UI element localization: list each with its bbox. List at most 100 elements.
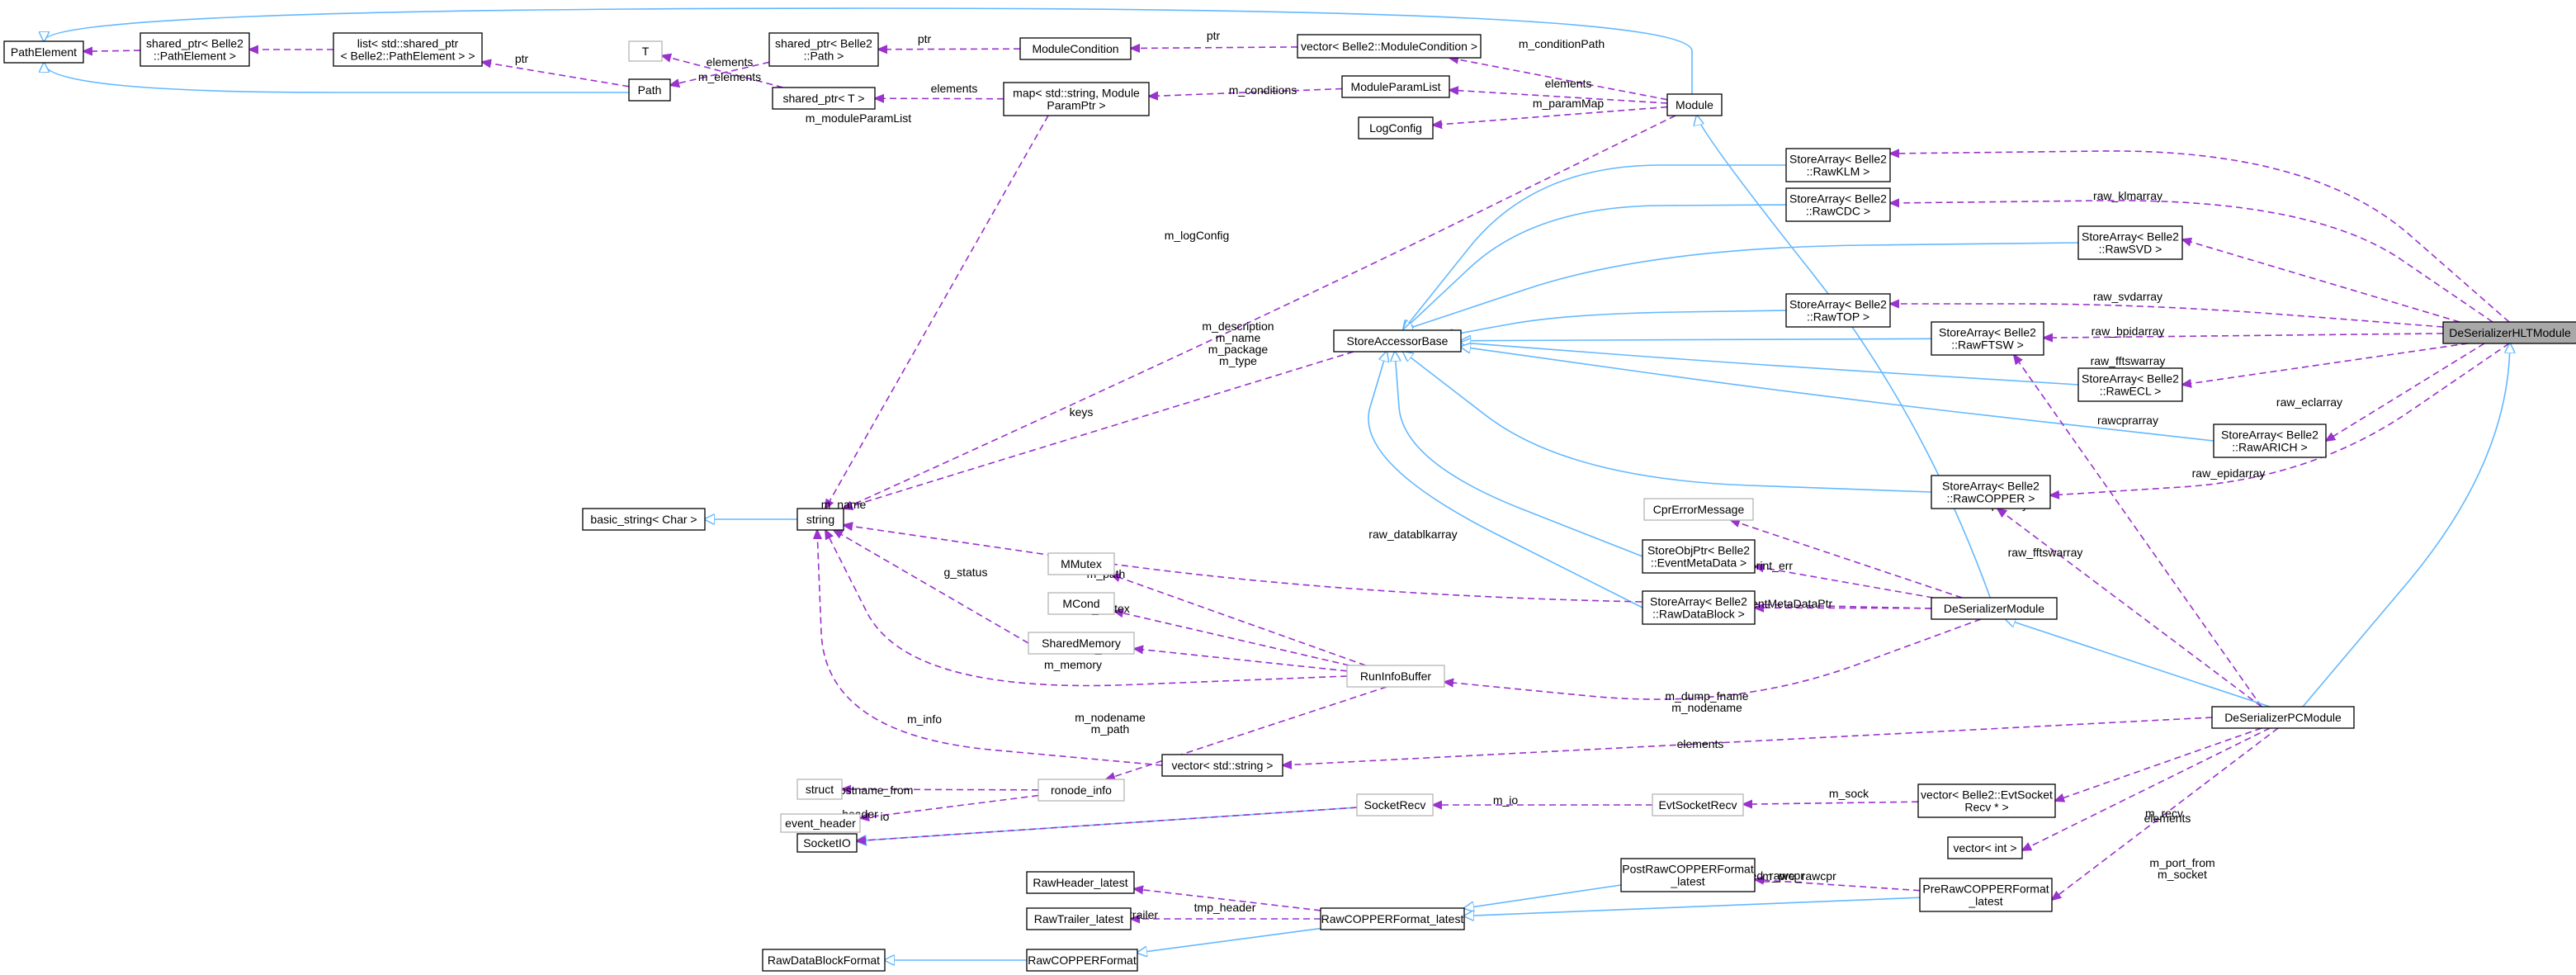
node-box <box>1358 116 1434 140</box>
usage-edge-DeSerializerModule-to-StoreObjPtrEventMetaData <box>1755 566 1934 599</box>
usage-edge-Module-to-ModuleParamList <box>1449 90 1668 104</box>
class-node-StoreArrayRawECL[interactable]: StoreArray< Belle2::RawECL > <box>2077 367 2183 402</box>
class-node-StoreArrayRawDataBlock[interactable]: StoreArray< Belle2::RawDataBlock > <box>1642 590 1756 625</box>
node-label: StoreAccessorBase <box>1347 334 1449 348</box>
usage-edge-SocketRecv-to-SocketIO <box>857 807 1358 841</box>
class-node-SharedPtrPathElement[interactable]: shared_ptr< Belle2::PathElement > <box>139 32 250 67</box>
class-node-StoreArrayRawARICH[interactable]: StoreArray< Belle2::RawARICH > <box>2213 424 2327 458</box>
class-node-SocketRecv[interactable]: SocketRecv <box>1356 793 1434 816</box>
class-node-BasicStringChar[interactable]: basic_string< Char > <box>582 508 706 531</box>
node-label: StoreObjPtr< Belle2::EventMetaData > <box>1647 544 1750 570</box>
class-node-CprErrorMessage[interactable]: CprErrorMessage <box>1643 498 1754 521</box>
class-node-RunInfoBuffer[interactable]: RunInfoBuffer <box>1346 665 1445 688</box>
node-box <box>1037 779 1125 802</box>
node-box <box>2213 424 2327 458</box>
class-node-StoreArrayRawSVD[interactable]: StoreArray< Belle2::RawSVD > <box>2077 225 2183 260</box>
class-node-StoreAccessorBase[interactable]: StoreAccessorBase <box>1333 329 1462 353</box>
usage-edge-DeSerializerModule-to-CprErrorMessage <box>1731 520 1963 599</box>
class-node-EventHeader[interactable]: event_header <box>780 813 861 833</box>
class-node-ModuleCondition[interactable]: ModuleCondition <box>1019 37 1132 60</box>
usage-edge-RawCOPPERFormatLatest-to-RawHeaderLatest <box>1134 889 1321 911</box>
class-node-DeSerializerModule[interactable]: DeSerializerModule <box>1931 597 2058 620</box>
class-node-RawDataBlockFormat[interactable]: RawDataBlockFormat <box>762 949 886 972</box>
edge-label: m_logConfig <box>1165 229 1230 242</box>
class-node-StoreArrayRawCDC[interactable]: StoreArray< Belle2::RawCDC > <box>1785 187 1891 222</box>
node-box <box>1785 187 1891 222</box>
inheritance-edge-PreRawCOPPERFormatLatest-to-RawCOPPERFormatLatest <box>1464 897 1921 916</box>
class-node-MMutex[interactable]: MMutex <box>1047 552 1115 575</box>
class-node-MCond[interactable]: MCond <box>1047 592 1115 615</box>
class-node-RawTrailerLatest[interactable]: RawTrailer_latest <box>1026 907 1132 930</box>
node-box <box>1297 34 1482 59</box>
node-label: ModuleParamList <box>1351 80 1441 93</box>
inheritance-edge-Path-to-PathElement <box>44 63 629 93</box>
class-node-StoreArrayRawCOPPER[interactable]: StoreArray< Belle2::RawCOPPER > <box>1931 475 2051 509</box>
class-node-ModuleParamList[interactable]: ModuleParamList <box>1341 75 1450 98</box>
class-node-DeSerializerHLTModule[interactable]: DeSerializerHLTModule <box>2442 321 2576 344</box>
class-node-ListSharedPtr[interactable]: list< std::shared_ptr< Belle2::PathEleme… <box>333 32 483 67</box>
class-node-VectorModuleCondition[interactable]: vector< Belle2::ModuleCondition > <box>1297 34 1482 59</box>
usage-edge-DeSerializerHLTModule-to-StoreArrayRawCOPPER <box>2050 343 2510 495</box>
node-box <box>1019 37 1132 60</box>
class-node-RawCOPPERFormatLatest[interactable]: RawCOPPERFormat_latest <box>1320 907 1465 930</box>
edge-label: print_err <box>1750 559 1793 572</box>
class-node-Struct[interactable]: struct <box>796 779 843 800</box>
class-node-String[interactable]: string <box>796 508 844 531</box>
class-node-T[interactable]: T <box>628 40 663 62</box>
node-label: EvtSocketRecv <box>1659 798 1737 812</box>
class-node-VectorInt[interactable]: vector< int > <box>1947 836 2023 859</box>
node-label: SocketIO <box>803 836 851 850</box>
usage-edge-SharedMemory-to-String <box>834 530 1029 644</box>
node-box <box>796 779 843 800</box>
class-node-StoreArrayRawTOP[interactable]: StoreArray< Belle2::RawTOP > <box>1785 293 1891 328</box>
class-node-StoreArrayRawKLM[interactable]: StoreArray< Belle2::RawKLM > <box>1785 148 1891 182</box>
class-node-EvtSocketRecv[interactable]: EvtSocketRecv <box>1652 793 1744 816</box>
class-node-PreRawCOPPERFormatLatest[interactable]: PreRawCOPPERFormat_latest <box>1919 878 2053 912</box>
node-box <box>1346 665 1445 688</box>
node-box <box>762 949 886 972</box>
node-label: StoreArray< Belle2::RawARICH > <box>2221 428 2318 454</box>
inheritance-edge-RawCOPPERFormatLatest-to-RawCOPPERFormat <box>1137 927 1321 954</box>
class-node-VectorString[interactable]: vector< std::string > <box>1161 754 1283 777</box>
node-box <box>1161 754 1283 777</box>
class-node-DeSerializerPCModule[interactable]: DeSerializerPCModule <box>2211 706 2355 729</box>
class-node-PostRawCOPPERFormatLatest[interactable]: PostRawCOPPERFormat_latest <box>1620 858 1756 892</box>
node-label: RawCOPPERFormat <box>1028 954 1137 967</box>
inheritance-edge-DeSerializerPCModule-to-DeSerializerHLTModule <box>2302 343 2510 708</box>
class-node-SharedPtrPath[interactable]: shared_ptr< Belle2::Path > <box>768 32 879 67</box>
class-node-LogConfig[interactable]: LogConfig <box>1358 116 1434 140</box>
class-node-RonodeInfo[interactable]: ronode_info <box>1037 779 1125 802</box>
node-box <box>333 32 483 67</box>
node-box <box>1917 783 2056 818</box>
node-label: ronode_info <box>1051 783 1112 797</box>
edge-label: m_recv <box>2145 807 2183 820</box>
node-label: shared_ptr< Belle2::PathElement > <box>146 37 243 63</box>
usage-edge-RunInfoBuffer-to-MMutex <box>1111 575 1366 666</box>
class-node-SharedMemory[interactable]: SharedMemory <box>1028 632 1135 655</box>
class-node-RawHeaderLatest[interactable]: RawHeader_latest <box>1026 871 1135 894</box>
node-label: StoreArray< Belle2::RawCOPPER > <box>1942 480 2040 505</box>
node-box <box>796 508 844 531</box>
class-node-SharedPtrT[interactable]: shared_ptr< T > <box>772 87 876 110</box>
node-label: vector< std::string > <box>1172 759 1274 772</box>
node-box <box>1666 93 1723 116</box>
class-node-StoreArrayRawFTSW[interactable]: StoreArray< Belle2::RawFTSW > <box>1931 321 2044 356</box>
class-node-PathElement[interactable]: PathElement <box>3 40 84 64</box>
node-box <box>1643 498 1754 521</box>
node-label: basic_string< Char > <box>590 513 697 526</box>
node-label: string <box>806 513 834 526</box>
edge-label: raw_svdarray <box>2093 290 2162 303</box>
class-node-StoreObjPtrEventMetaData[interactable]: StoreObjPtr< Belle2::EventMetaData > <box>1642 539 1756 574</box>
usage-edge-Module-to-LogConfig <box>1433 106 1668 125</box>
class-node-Module[interactable]: Module <box>1666 93 1723 116</box>
class-node-SocketIO[interactable]: SocketIO <box>796 833 858 853</box>
node-box <box>1931 597 2058 620</box>
class-node-RawCOPPERFormat[interactable]: RawCOPPERFormat <box>1026 949 1138 972</box>
class-node-Path[interactable]: Path <box>628 78 671 102</box>
node-box <box>582 508 706 531</box>
node-label: SharedMemory <box>1042 637 1121 650</box>
